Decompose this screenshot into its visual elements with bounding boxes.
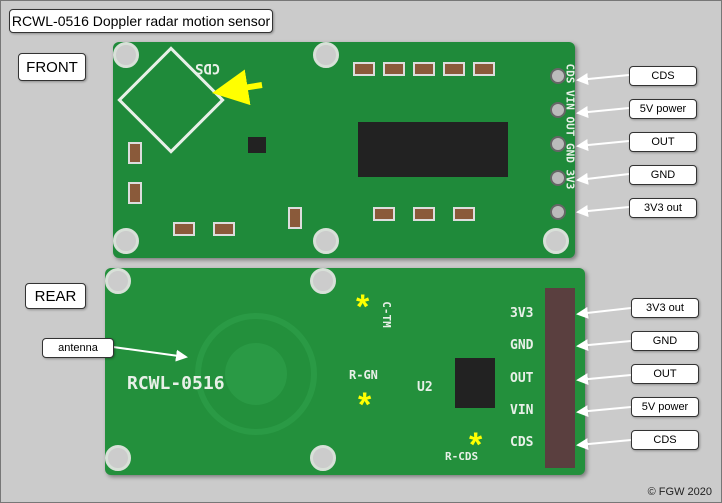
front-label-3v3: 3V3 out xyxy=(629,198,697,218)
star-rcds: * xyxy=(469,426,483,464)
antenna-label: antenna xyxy=(42,338,114,358)
copyright: © FGW 2020 xyxy=(647,486,712,498)
silk-pin-gnd: GND xyxy=(510,338,534,353)
rear-label-5v: 5V power xyxy=(631,397,699,417)
rear-label-3v3: 3V3 out xyxy=(631,298,699,318)
regulator xyxy=(455,358,495,408)
star-ctm: * xyxy=(356,288,370,326)
silk-u2: U2 xyxy=(417,380,433,395)
silk-pin-3v3: 3V3 xyxy=(510,306,534,321)
front-board: CDS CDS VIN OUT GND 3V3 xyxy=(113,42,577,258)
ic-chip xyxy=(358,122,508,177)
silk-pin-vin: VIN xyxy=(510,403,534,418)
antenna-ring xyxy=(195,313,317,435)
silk-rcds: R-CDS xyxy=(445,450,479,463)
title-box: RCWL-0516 Doppler radar motion sensor xyxy=(9,9,273,33)
silk-rgn: R-GN xyxy=(349,368,378,382)
silk-pin-cds: CDS xyxy=(510,435,534,450)
front-label-5v: 5V power xyxy=(629,99,697,119)
front-label-cds: CDS xyxy=(629,66,697,86)
silk-pin-out: OUT xyxy=(510,371,534,386)
rear-board: RCWL-0516 C-TM R-GN U2 R-CDS 3V3 GND OUT… xyxy=(105,268,585,475)
rear-label: REAR xyxy=(25,283,86,309)
front-label-out: OUT xyxy=(629,132,697,152)
rear-label-out: OUT xyxy=(631,364,699,384)
pin-header xyxy=(545,288,575,468)
star-rgn: * xyxy=(358,386,372,424)
rear-label-cds: CDS xyxy=(631,430,699,450)
rear-label-gnd: GND xyxy=(631,331,699,351)
silk-model: RCWL-0516 xyxy=(127,373,225,394)
front-label-gnd: GND xyxy=(629,165,697,185)
front-label: FRONT xyxy=(18,53,86,81)
